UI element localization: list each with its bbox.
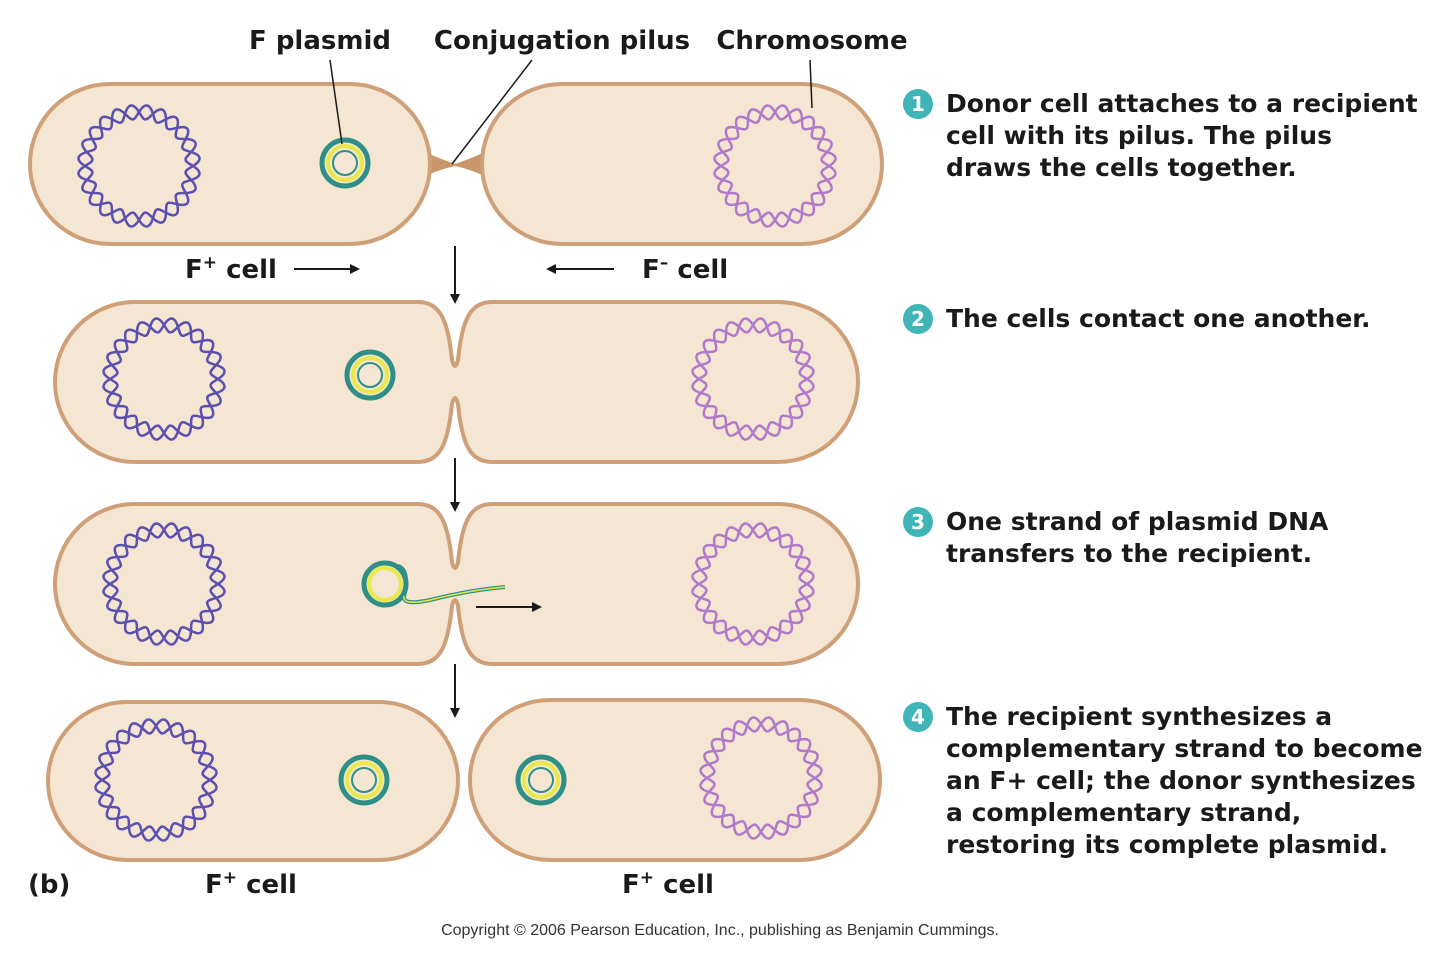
panel-label: (b) xyxy=(28,870,70,900)
fplus-cell-label-right: F+ cell xyxy=(622,868,714,900)
donor-chromosome-3 xyxy=(102,522,226,646)
step-2: 2 The cells contact one another. xyxy=(903,304,1371,334)
plasmid-core-ring xyxy=(357,362,383,388)
plasmid-core-ring xyxy=(351,767,377,793)
fplus-cell-label-left: F+ cell xyxy=(205,868,297,900)
step-badge-2 xyxy=(903,304,933,334)
plasmid-transferring xyxy=(361,560,506,608)
chromosome-leader xyxy=(809,59,813,109)
row-3-cells xyxy=(53,502,860,666)
step-4: 4 The recipient synthesizes a complement… xyxy=(903,702,1423,859)
f-plasmid-leader xyxy=(329,59,343,145)
donor-cell-1 xyxy=(28,82,432,246)
chromosome-label: Chromosome xyxy=(716,26,907,56)
dna-strand xyxy=(102,317,226,441)
plasmid-inner-ring xyxy=(326,144,364,182)
step-number-1: 1 xyxy=(911,92,925,116)
plasmid-outer-ring xyxy=(319,137,371,189)
dna-strand xyxy=(691,317,815,441)
plasmid-outer-ring xyxy=(344,349,396,401)
plasmid-inner-ring xyxy=(345,761,383,799)
step-3-line-1: One strand of plasmid DNA xyxy=(946,507,1329,536)
recipient-cell-4 xyxy=(468,698,882,862)
step-1-line-2: cell with its pilus. The pilus xyxy=(946,121,1332,150)
pilus-leader xyxy=(451,59,533,165)
dna-strand xyxy=(699,716,823,840)
step-4-line-4: a complementary strand, xyxy=(946,798,1301,827)
recipient-chromosome-1 xyxy=(713,104,837,228)
dna-strand xyxy=(691,522,815,646)
plasmid-outer-ring xyxy=(338,754,390,806)
step-1-line-1: Donor cell attaches to a recipient xyxy=(946,89,1418,118)
step-4-line-5: restoring its complete plasmid. xyxy=(946,830,1388,859)
f-plasmid-label: F plasmid xyxy=(249,26,391,56)
step-4-line-1: The recipient synthesizes a xyxy=(946,702,1332,731)
step-3-line-2: transfers to the recipient. xyxy=(946,539,1312,568)
step-number-2: 2 xyxy=(911,307,925,331)
step-3: 3 One strand of plasmid DNA transfers to… xyxy=(903,507,1329,568)
step-number-3: 3 xyxy=(911,510,925,534)
step-1-line-3: draws the cells together. xyxy=(946,153,1297,182)
conjugation-pilus-label: Conjugation pilus xyxy=(434,26,690,56)
step-4-line-3: an F+ cell; the donor synthesizes xyxy=(946,766,1416,795)
step-badge-3 xyxy=(903,507,933,537)
dna-strand xyxy=(102,522,226,646)
f-plasmid-4b xyxy=(515,754,567,806)
donor-cell-4 xyxy=(46,700,460,862)
row-2-cells xyxy=(53,300,860,464)
fused-cells-3 xyxy=(53,502,860,666)
plasmid-inner-ring xyxy=(351,356,389,394)
donor-chromosome-4 xyxy=(94,718,218,842)
donor-chromosome-1 xyxy=(77,104,201,228)
plasmid-core-ring xyxy=(332,150,358,176)
step-2-line-1: The cells contact one another. xyxy=(946,304,1371,333)
fplus-cell-label-top: F+ cell xyxy=(185,253,277,285)
recipient-cell-1 xyxy=(480,82,884,246)
fused-cells-2 xyxy=(53,300,860,464)
donor-chromosome-2 xyxy=(102,317,226,441)
dna-strand xyxy=(77,104,201,228)
recipient-chromosome-2 xyxy=(691,317,815,441)
step-number-4: 4 xyxy=(911,705,925,729)
plasmid-outer-ring xyxy=(515,754,567,806)
step-1: 1 Donor cell attaches to a recipient cel… xyxy=(903,89,1418,182)
fminus-cell-label: F– cell xyxy=(642,253,728,285)
f-plasmid-4a xyxy=(338,754,390,806)
step-4-line-2: complementary strand to become xyxy=(946,734,1423,763)
recipient-chromosome-3 xyxy=(691,522,815,646)
f-plasmid-1 xyxy=(319,137,371,189)
step-badge-1 xyxy=(903,89,933,119)
step-badge-4 xyxy=(903,702,933,732)
plasmid-inner-ring xyxy=(522,761,560,799)
dna-strand xyxy=(94,718,218,842)
dna-strand xyxy=(713,104,837,228)
recipient-chromosome-4 xyxy=(699,716,823,840)
plasmid-core-ring xyxy=(528,767,554,793)
f-plasmid-2 xyxy=(344,349,396,401)
row-1-cells xyxy=(28,82,884,246)
copyright-notice: Copyright © 2006 Pearson Education, Inc.… xyxy=(441,922,999,939)
row-4-cells xyxy=(46,698,882,862)
